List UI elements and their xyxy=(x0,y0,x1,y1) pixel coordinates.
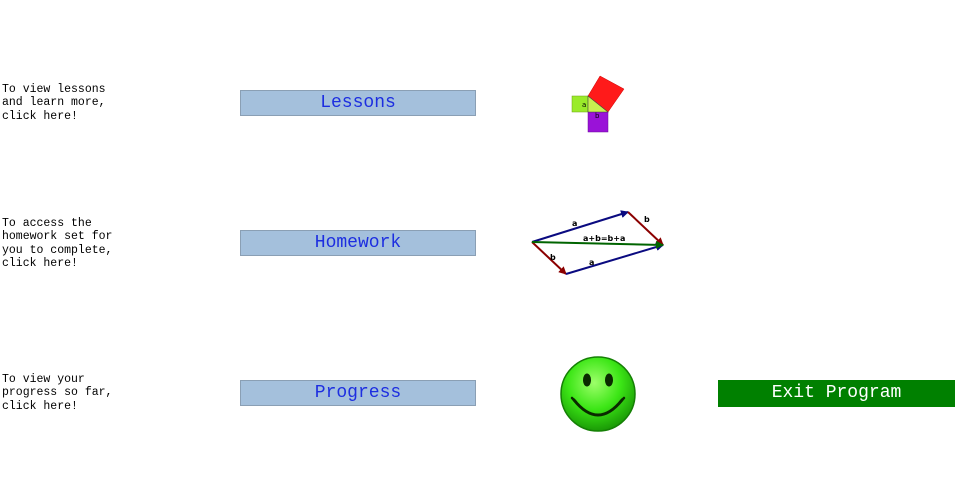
label-sum: a+b=b+a xyxy=(583,234,625,243)
lessons-description: To view lessons and learn more, click he… xyxy=(2,83,106,123)
vector-b-right xyxy=(627,211,664,246)
vector-addition-icon: a b a+b=b+a b a xyxy=(531,210,664,275)
vector-a-bottom xyxy=(565,243,664,275)
label-a-top: a xyxy=(572,219,577,228)
progress-description: To view your progress so far, click here… xyxy=(2,373,113,413)
label-b-right: b xyxy=(644,215,650,224)
smiley-face-icon xyxy=(560,356,636,432)
homework-button[interactable]: Homework xyxy=(240,230,476,256)
homework-description: To access the homework set for you to co… xyxy=(2,217,113,270)
pythagoras-label-a: a xyxy=(582,101,586,109)
exit-program-button[interactable]: Exit Program xyxy=(718,380,955,407)
label-b-left: b xyxy=(550,253,556,262)
vector-a-top xyxy=(531,210,629,243)
vector-sum xyxy=(531,240,664,249)
pythagoras-icon: a b xyxy=(571,75,625,133)
pythagoras-label-b: b xyxy=(595,112,600,120)
label-a-bottom: a xyxy=(589,258,594,267)
vector-b-left xyxy=(531,241,567,275)
lessons-button[interactable]: Lessons xyxy=(240,90,476,116)
right-triangle xyxy=(587,95,609,113)
progress-button[interactable]: Progress xyxy=(240,380,476,406)
